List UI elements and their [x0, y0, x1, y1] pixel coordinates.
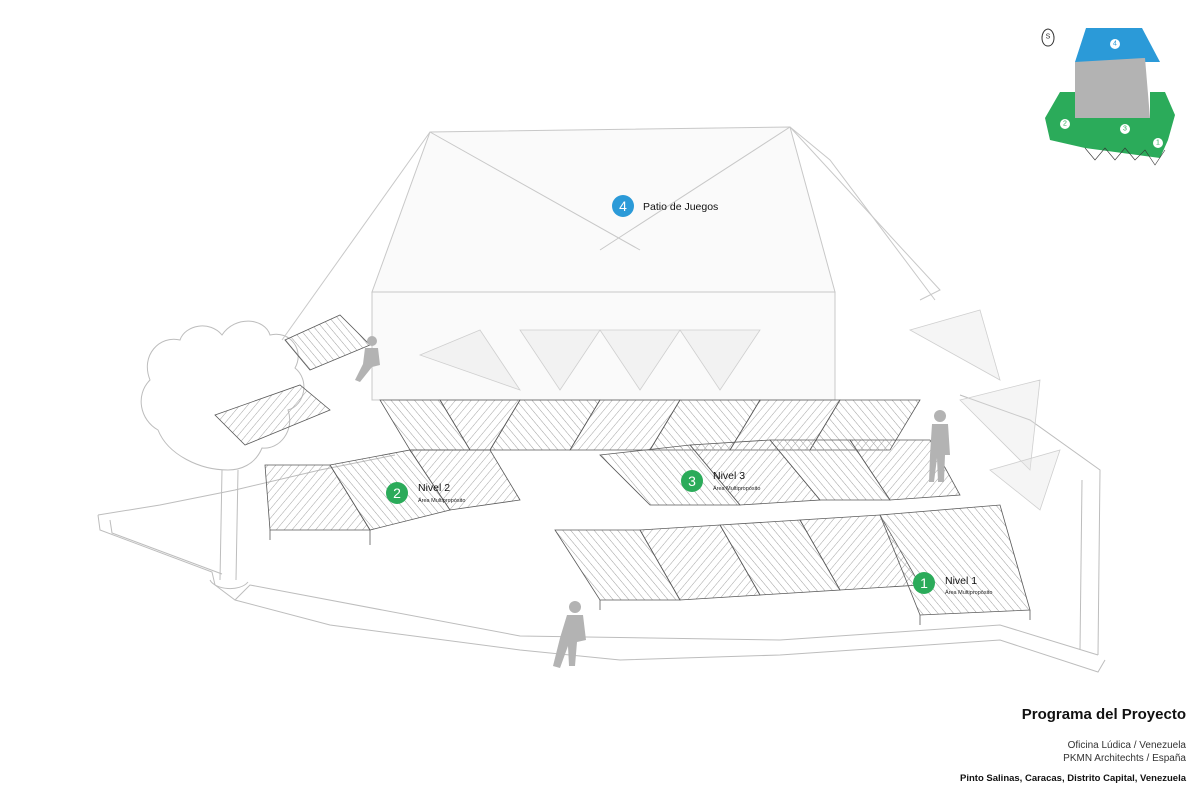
key-zone-green	[1045, 92, 1175, 158]
key-number-4: 4	[1113, 41, 1117, 48]
label-subtitle: Área Multipropósito	[945, 589, 992, 596]
key-map: S 4 2 3 1	[1041, 28, 1175, 166]
label-nivel-2: 2 Nivel 2 Área Multipropósito	[386, 482, 465, 504]
label-name: Nivel 1	[945, 575, 977, 587]
key-number-1: 1	[1156, 140, 1160, 147]
canopy-lattice	[418, 309, 1061, 511]
person-seated-front	[553, 601, 586, 668]
label-subtitle: Área Multipropósito	[713, 485, 760, 492]
label-number: 1	[920, 575, 928, 591]
label-nivel-3: 3 Nivel 3 Área Multipropósito	[681, 470, 760, 492]
north-marker: S	[1046, 34, 1051, 41]
human-figures	[355, 336, 950, 668]
label-nivel-1: 1 Nivel 1 Área Multipropósito	[913, 572, 992, 596]
key-number-2: 2	[1063, 121, 1067, 128]
key-lattice-lines	[1084, 147, 1166, 166]
site-terrain	[97, 394, 1106, 673]
label-number: 4	[619, 198, 627, 214]
label-number-badge	[386, 482, 408, 504]
caption-credit-1: Oficina Lúdica / Venezuela	[1067, 740, 1186, 751]
label-patio-de-juegos: 4 Patio de Juegos	[612, 195, 718, 217]
caption-location: Pinto Salinas, Caracas, Distrito Capital…	[960, 773, 1186, 784]
caption-credit-2: PKMN Architechts / España	[1063, 753, 1186, 764]
tree-outline	[140, 320, 305, 589]
key-roof	[1075, 58, 1150, 118]
location-pin-icon: S	[1041, 28, 1055, 47]
label-number-badge	[612, 195, 634, 217]
label-number: 2	[393, 485, 401, 501]
label-name: Patio de Juegos	[643, 201, 718, 213]
caption-title: Programa del Proyecto	[1021, 706, 1186, 723]
label-number-badge	[913, 572, 935, 594]
label-name: Nivel 2	[418, 482, 450, 494]
label-subtitle: Área Multipropósito	[418, 497, 465, 504]
label-name: Nivel 3	[713, 470, 745, 482]
person-seated-left	[355, 336, 380, 382]
label-number-badge	[681, 470, 703, 492]
lattice-deck	[214, 314, 1031, 625]
person-standing-right	[929, 410, 950, 482]
key-number-3: 3	[1123, 126, 1127, 133]
roof-volume	[281, 126, 941, 401]
label-number: 3	[688, 473, 696, 489]
